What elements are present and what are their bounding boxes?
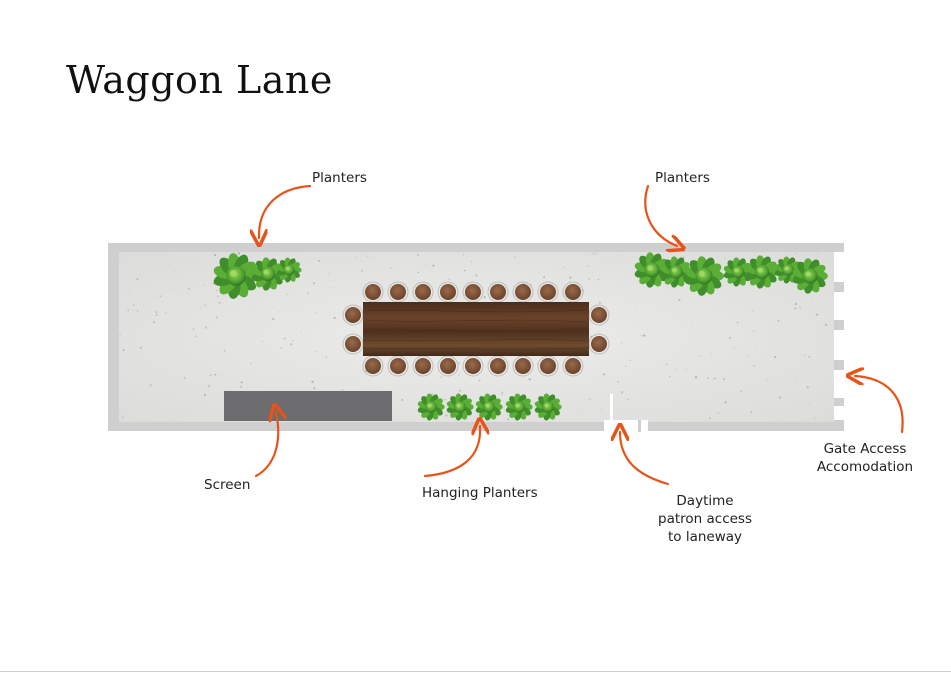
label-daytime-line1: Daytime xyxy=(676,493,734,509)
chairs xyxy=(342,281,610,377)
label-daytime-access: Daytime patron access to laneway xyxy=(652,492,758,546)
chair xyxy=(588,333,610,355)
page-bottom-rule xyxy=(0,671,951,672)
label-screen: Screen xyxy=(204,477,251,493)
plant xyxy=(723,257,753,287)
chair xyxy=(342,304,364,326)
chair xyxy=(462,355,484,377)
chair xyxy=(537,355,559,377)
plant xyxy=(684,256,724,296)
arrow-planters-right xyxy=(644,184,677,246)
chair xyxy=(342,333,364,355)
label-planters-right: Planters xyxy=(655,170,710,186)
plant xyxy=(634,252,670,288)
chair xyxy=(437,355,459,377)
label-daytime-line3: to laneway xyxy=(667,529,743,545)
dining-table-group xyxy=(342,281,610,377)
arrow-planters-left xyxy=(259,184,312,238)
chair xyxy=(362,281,384,303)
label-daytime-line2: patron access xyxy=(658,511,752,527)
chair xyxy=(387,281,409,303)
chair xyxy=(588,304,610,326)
arrow-daytime-access xyxy=(620,432,670,486)
chair xyxy=(562,281,584,303)
door-post xyxy=(610,394,613,422)
arrow-screen xyxy=(254,412,278,478)
plant xyxy=(446,393,474,421)
hanging-planters-shape xyxy=(417,393,562,421)
label-gate-access: Gate Access Accomodation xyxy=(810,440,920,476)
chair xyxy=(562,355,584,377)
chair xyxy=(512,355,534,377)
chair xyxy=(412,281,434,303)
page-title: Waggon Lane xyxy=(66,58,333,102)
label-gate-line2: Accomodation xyxy=(816,459,914,475)
chair xyxy=(537,281,559,303)
chair xyxy=(512,281,534,303)
arrow-gate-access xyxy=(855,376,904,434)
screen-shape xyxy=(224,391,392,421)
chair xyxy=(462,281,484,303)
right-wall-openings xyxy=(834,252,844,420)
plant xyxy=(792,258,828,294)
annotation-arrows xyxy=(254,184,904,486)
label-hanging-planters: Hanging Planters xyxy=(422,485,538,501)
chair xyxy=(362,355,384,377)
chair xyxy=(387,355,409,377)
chair xyxy=(487,355,509,377)
door-post xyxy=(638,420,641,432)
plant xyxy=(745,255,779,289)
plant xyxy=(505,393,533,421)
chair xyxy=(487,281,509,303)
chair xyxy=(437,281,459,303)
plant xyxy=(534,393,562,421)
label-planters-left: Planters xyxy=(312,170,367,186)
chair xyxy=(412,355,434,377)
plant xyxy=(276,257,302,283)
label-gate-line1: Gate Access xyxy=(823,441,907,457)
arrow-hanging-planters xyxy=(423,426,480,478)
wood-grain xyxy=(364,309,588,350)
planters-right-shape xyxy=(634,252,828,296)
plant xyxy=(475,393,503,421)
planters-left-shape xyxy=(213,253,302,299)
plant xyxy=(417,393,445,421)
